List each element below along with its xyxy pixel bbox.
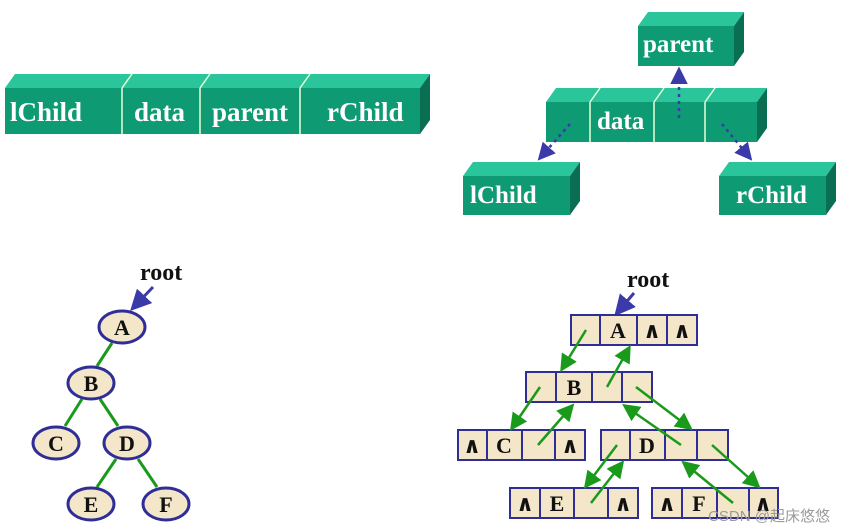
svg-text:A: A	[610, 318, 626, 343]
tree-edge	[63, 398, 84, 427]
node-3d-diagram: parent data lChild rChild	[463, 12, 836, 215]
linked-node-e: ∧ E ∧	[509, 487, 639, 519]
bar-divider	[199, 73, 211, 89]
linked-root-arrow	[614, 292, 636, 317]
parent-label: parent	[643, 31, 714, 58]
svg-text:∧: ∧	[463, 433, 481, 458]
bar-divider	[121, 73, 133, 89]
linked-node-b: B	[525, 371, 653, 403]
bar-side-face	[420, 74, 430, 134]
svg-text:D: D	[639, 433, 655, 458]
tree-node-c: C	[31, 425, 81, 461]
svg-text:∧: ∧	[614, 491, 632, 516]
tree-node-b: B	[66, 365, 116, 401]
tree-edge	[98, 398, 120, 427]
svg-text:∧: ∧	[643, 318, 661, 343]
parent-block: parent	[638, 12, 744, 66]
tree-node-d: D	[102, 425, 152, 461]
linked-node-f: ∧ F ∧	[651, 487, 779, 519]
node-structure-bar: lChild data parent rChild	[5, 73, 430, 134]
svg-text:∧: ∧	[516, 491, 534, 516]
pointer-arrow	[681, 460, 734, 504]
binary-tree: root A B C D E F	[31, 260, 191, 522]
tree-root-label: root	[140, 260, 182, 286]
linked-node-a: A ∧ ∧	[570, 314, 698, 346]
rchild-label: rChild	[736, 182, 807, 209]
svg-text:F: F	[159, 492, 172, 517]
tree-node-e: E	[66, 486, 116, 522]
svg-text:∧: ∧	[673, 318, 691, 343]
tree-edge	[136, 458, 159, 488]
linked-storage: root A ∧ ∧ B ∧ C ∧	[457, 267, 779, 519]
watermark: CSDN @起床悠悠	[708, 508, 830, 525]
tree-edge	[95, 342, 114, 367]
pointer-arrow	[605, 344, 631, 388]
pointer-arrow	[537, 403, 575, 446]
data-label: data	[597, 108, 645, 135]
field-parent: parent	[212, 97, 288, 127]
svg-text:C: C	[48, 431, 64, 456]
lchild-block: lChild	[463, 162, 580, 215]
pointer-arrow	[711, 444, 761, 489]
bar-front-face	[5, 88, 420, 134]
svg-text:B: B	[84, 371, 99, 396]
svg-text:∧: ∧	[658, 491, 676, 516]
svg-text:E: E	[550, 491, 565, 516]
field-lchild: lChild	[10, 97, 82, 127]
svg-text:∧: ∧	[561, 433, 579, 458]
rchild-block: rChild	[719, 162, 836, 215]
pointer-arrow	[622, 403, 682, 447]
lchild-label: lChild	[470, 182, 537, 209]
pointer-arrow	[583, 444, 618, 489]
pointer-arrow	[635, 386, 693, 431]
pointer-arrow	[510, 386, 542, 431]
lchild-pointer-arrow	[537, 123, 571, 161]
pointer-arrow	[560, 329, 588, 372]
tree-root-arrow	[130, 285, 155, 312]
svg-text:A: A	[114, 315, 130, 340]
linked-root-label: root	[627, 267, 669, 293]
bar-top-face	[5, 74, 430, 88]
svg-text:F: F	[692, 491, 705, 516]
pointer-arrow	[590, 460, 625, 504]
svg-text:E: E	[84, 492, 99, 517]
bar-divider	[299, 73, 311, 89]
field-rchild: rChild	[327, 97, 404, 127]
svg-text:D: D	[119, 431, 135, 456]
rchild-pointer-arrow	[721, 123, 753, 161]
tree-node-a: A	[97, 309, 147, 345]
svg-text:C: C	[496, 433, 512, 458]
svg-text:∧: ∧	[754, 491, 772, 516]
data-block: data	[546, 87, 767, 142]
linked-node-c: ∧ C ∧	[457, 429, 586, 461]
tree-edge	[95, 458, 118, 488]
field-data: data	[134, 97, 186, 127]
tree-node-f: F	[141, 486, 191, 522]
svg-text:B: B	[567, 375, 582, 400]
